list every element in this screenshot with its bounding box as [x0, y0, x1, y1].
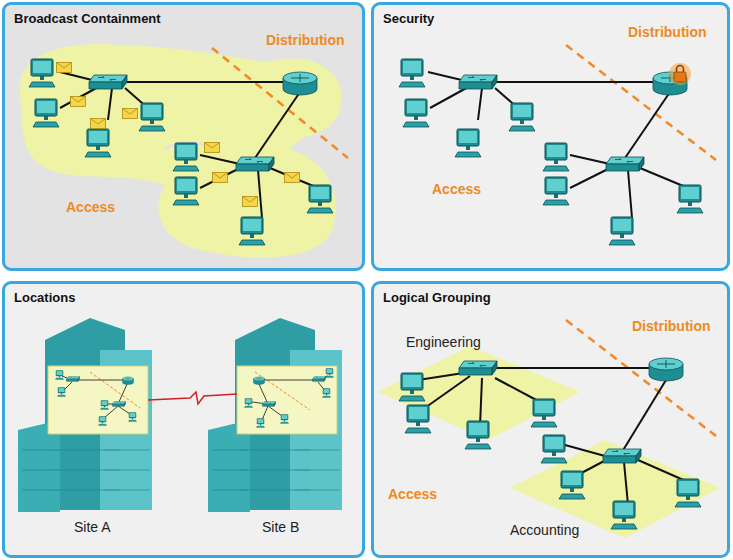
group-label: Engineering — [406, 334, 481, 350]
layer-label: Distribution — [266, 32, 345, 48]
group-label: Site B — [262, 519, 299, 535]
panel: Locations — [2, 281, 365, 558]
layer-label: Distribution — [632, 318, 711, 334]
group-label: Site A — [74, 519, 111, 535]
panel-title: Locations — [14, 290, 75, 305]
group-label: Accounting — [510, 522, 579, 538]
panel-title: Logical Grouping — [383, 290, 491, 305]
layer-label: Access — [388, 486, 437, 502]
layer-label: Distribution — [628, 24, 707, 40]
layer-label: Access — [66, 199, 115, 215]
panel: Security — [371, 2, 730, 271]
panel-title: Broadcast Containment — [14, 11, 161, 26]
layer-label: Access — [432, 181, 481, 197]
panel-title: Security — [383, 11, 434, 26]
